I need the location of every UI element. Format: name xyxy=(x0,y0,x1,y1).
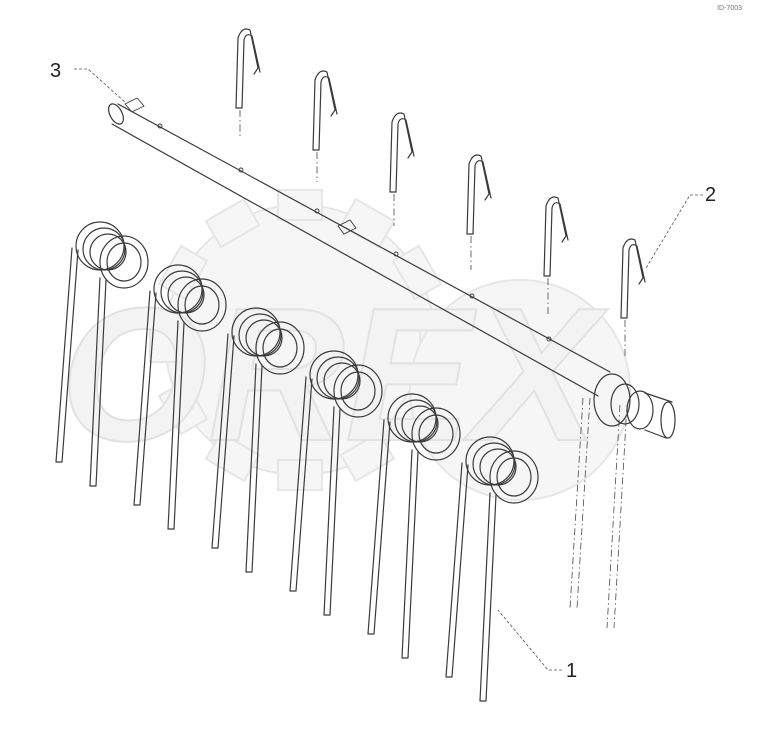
spring-clip xyxy=(543,196,569,314)
watermark-logo-text: OREX xyxy=(60,269,609,481)
spring-tines xyxy=(55,221,539,702)
spring-tine xyxy=(289,350,383,616)
watermark-gear-right xyxy=(409,279,631,501)
spring-tine xyxy=(211,307,305,573)
callout-2-label: 2 xyxy=(705,184,716,206)
spring-clips xyxy=(235,28,646,358)
callout-3-label: 3 xyxy=(50,60,61,82)
tine-bar xyxy=(108,97,676,439)
spring-tine xyxy=(55,221,149,487)
spring-clip xyxy=(389,112,415,226)
spring-clip xyxy=(312,70,338,182)
spring-tine xyxy=(367,393,461,659)
spring-clip xyxy=(466,154,492,270)
corner-mark: ID-7003 xyxy=(717,5,742,12)
callout-1-label: 1 xyxy=(566,660,577,682)
spring-tine xyxy=(445,436,539,702)
callout-2: 2 xyxy=(645,184,716,269)
callout-3: 3 xyxy=(50,60,127,104)
watermark: OREX xyxy=(59,189,631,501)
spring-clip xyxy=(620,238,646,358)
spring-tine xyxy=(133,264,227,530)
spring-clip xyxy=(235,28,261,138)
callout-1: 1 xyxy=(497,609,577,682)
ghost-tine xyxy=(569,397,628,629)
